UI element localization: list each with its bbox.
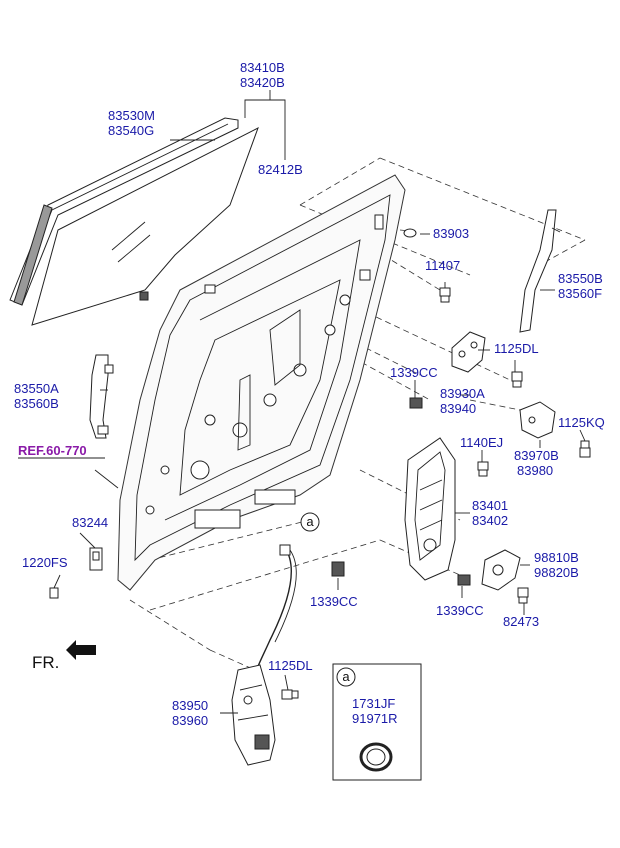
nut-1339CC-a xyxy=(409,397,423,409)
grommet-83903 xyxy=(403,228,417,238)
door-inner-panel xyxy=(117,174,406,591)
label-1125KQ: 1125KQ xyxy=(558,415,605,430)
bolt-82473 xyxy=(517,587,529,604)
label-1339CC-b: 1339CC xyxy=(310,594,358,609)
window-regulator xyxy=(404,437,456,581)
label-1140EJ: 1140EJ xyxy=(460,435,503,450)
fr-label: FR. xyxy=(32,653,59,672)
bolt-1125DL-b xyxy=(281,689,299,700)
bolt-1125KQ xyxy=(579,440,591,458)
label-83903: 83903 xyxy=(433,226,469,241)
label-83244: 83244 xyxy=(72,515,108,530)
label-83940: 83940 xyxy=(440,401,476,416)
inset-box: a xyxy=(332,663,422,781)
bolt-11407 xyxy=(439,287,451,303)
label-83530M: 83530M xyxy=(108,108,155,123)
label-83550B: 83550B xyxy=(558,271,603,286)
label-82412B: 82412B xyxy=(258,162,303,177)
label-91971R: 91971R xyxy=(352,711,398,726)
label-83970B: 83970B xyxy=(514,448,559,463)
door-glass xyxy=(31,126,259,326)
label-1339CC-c: 1339CC xyxy=(436,603,484,618)
bolt-1140EJ xyxy=(477,461,489,477)
rear-run-channel xyxy=(519,209,561,333)
label-83980: 83980 xyxy=(517,463,553,478)
front-run-channel xyxy=(89,354,114,439)
bolt-1125DL-a xyxy=(511,371,523,388)
inset-letter: a xyxy=(342,669,350,684)
hinge-bracket-83930A xyxy=(451,331,486,373)
callout-letter: a xyxy=(306,514,314,529)
label-11407: 11407 xyxy=(425,258,460,273)
front-direction-arrow: FR. xyxy=(32,640,96,672)
label-83550A: 83550A xyxy=(14,381,59,396)
leader-lines xyxy=(18,90,586,714)
label-83540G: 83540G xyxy=(108,123,154,138)
bracket-83244 xyxy=(89,547,103,571)
label-1339CC-a: 1339CC xyxy=(390,365,438,380)
label-1731JF: 1731JF xyxy=(352,696,395,711)
label-83950: 83950 xyxy=(172,698,208,713)
callout-a: a xyxy=(300,512,320,532)
label-83420B: 83420B xyxy=(240,75,285,90)
nut-1339CC-b xyxy=(331,561,345,577)
label-83560F: 83560F xyxy=(558,286,602,301)
door-glass-run xyxy=(9,117,239,306)
label-1220FS: 1220FS xyxy=(22,555,68,570)
label-1125DL-b: 1125DL xyxy=(268,658,313,673)
label-83410B: 83410B xyxy=(240,60,285,75)
label-98820B: 98820B xyxy=(534,565,579,580)
label-83960: 83960 xyxy=(172,713,208,728)
part-labels: 83410B 83420B 83530M 83540G 82412B 83903… xyxy=(14,60,605,728)
ref-label: REF.60-770 xyxy=(18,443,87,458)
bolt-1220FS xyxy=(49,587,59,599)
nut-1339CC-c xyxy=(457,574,471,586)
door-latch-assembly xyxy=(231,664,276,766)
label-82473: 82473 xyxy=(503,614,539,629)
bracket-83970B xyxy=(519,401,556,439)
label-83930A: 83930A xyxy=(440,386,485,401)
power-window-motor xyxy=(481,549,521,591)
label-83401: 83401 xyxy=(472,498,508,513)
label-83560B: 83560B xyxy=(14,396,59,411)
label-1125DL-a: 1125DL xyxy=(494,341,539,356)
label-83402: 83402 xyxy=(472,513,508,528)
label-98810B: 98810B xyxy=(534,550,579,565)
